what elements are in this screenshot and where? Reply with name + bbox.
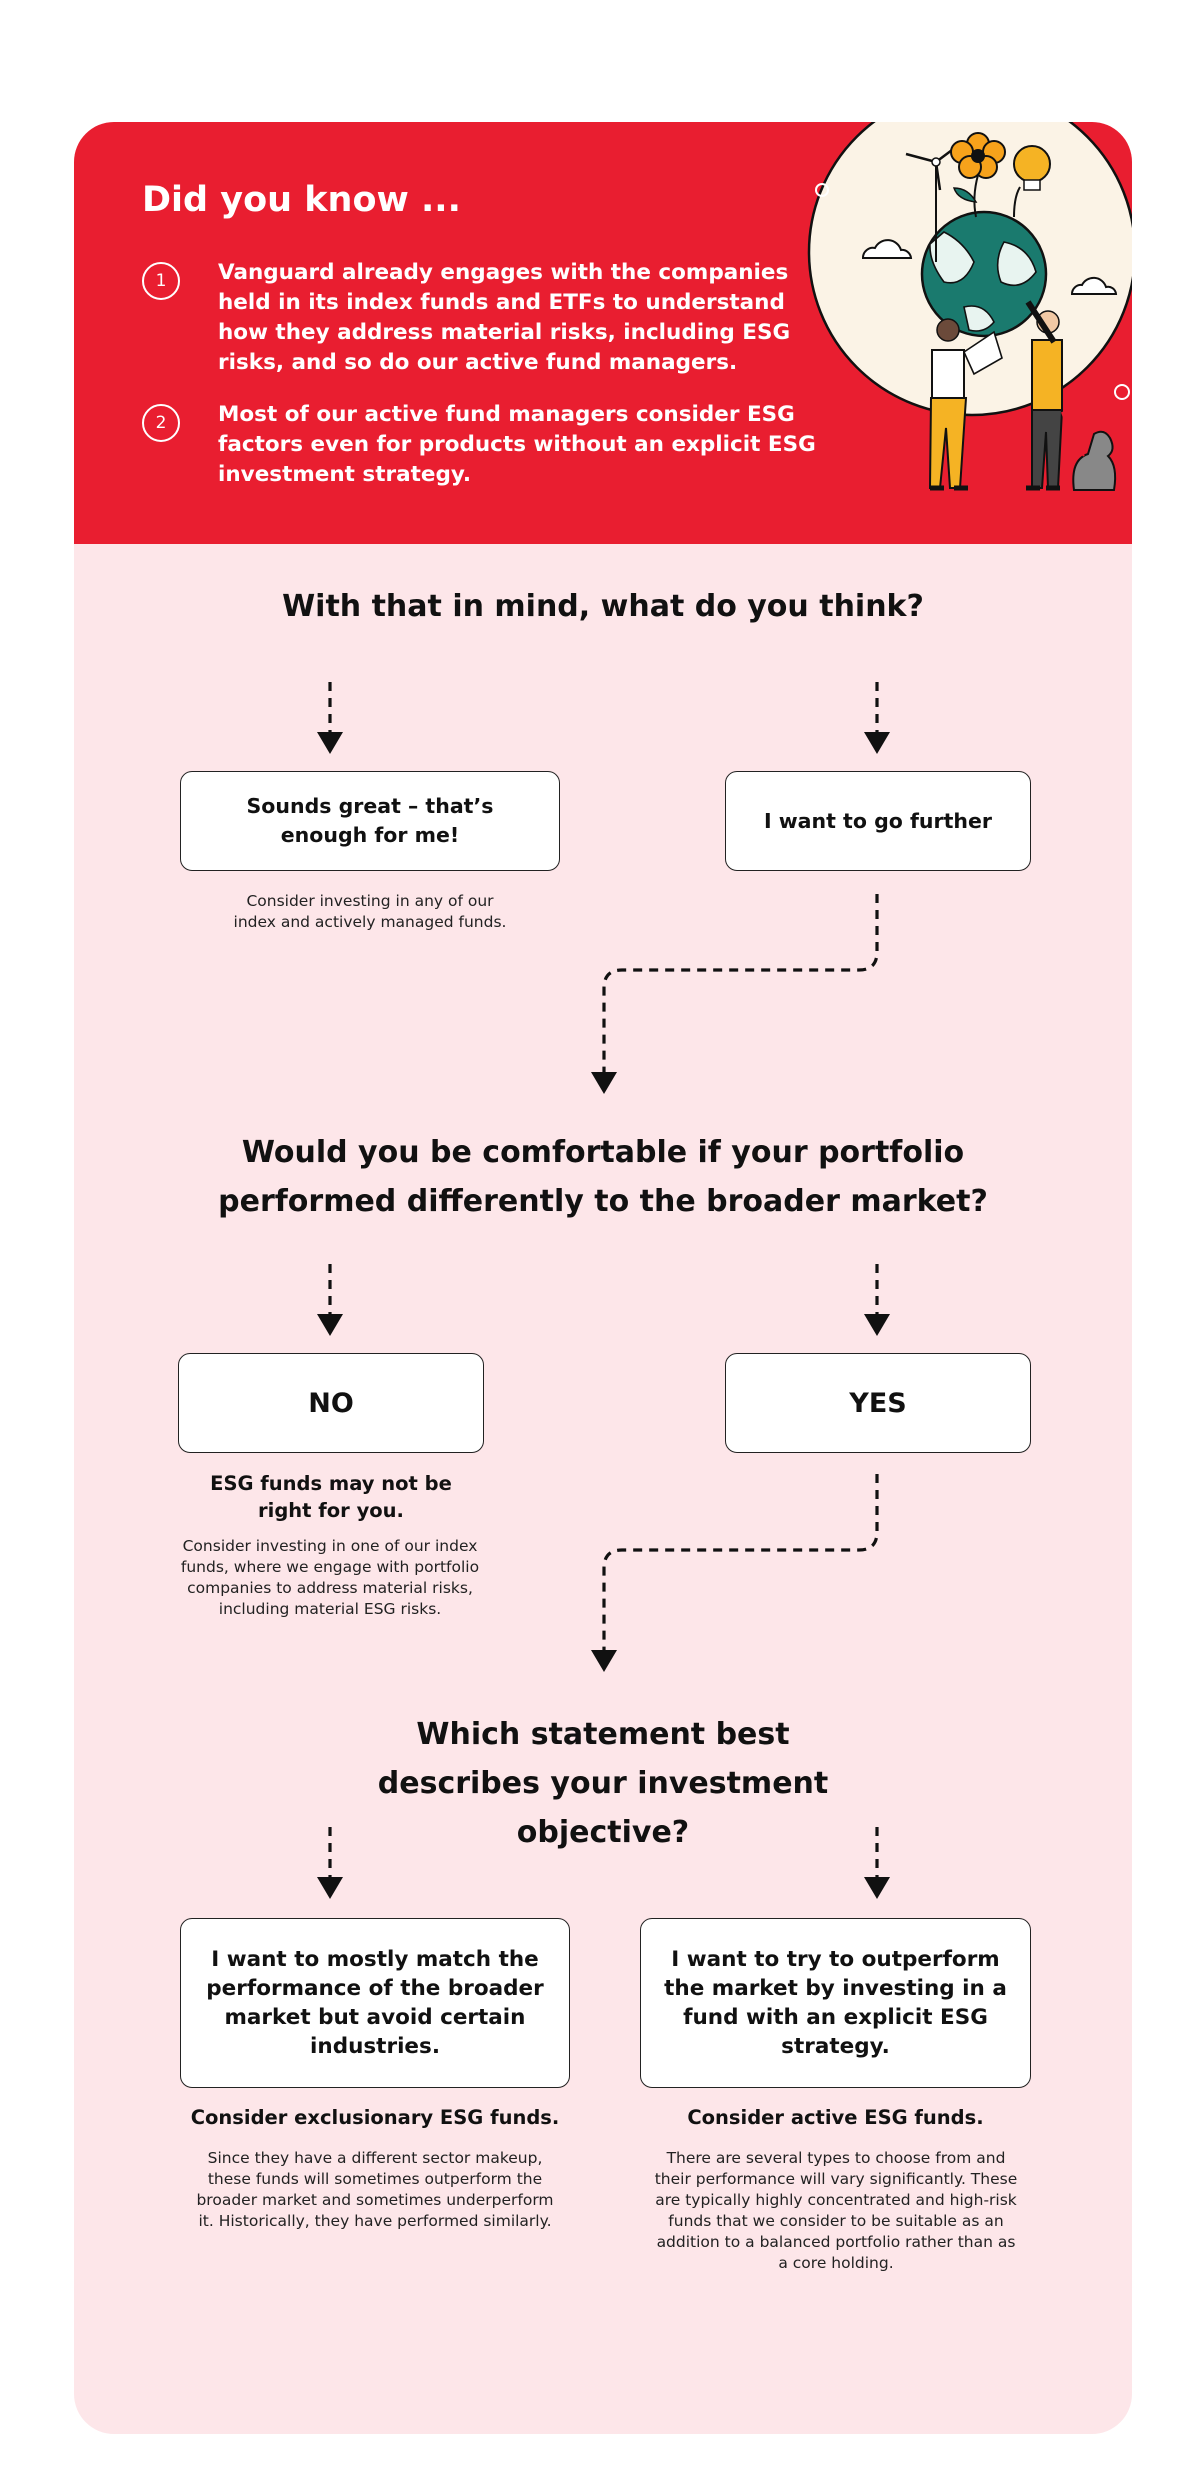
arrowhead-icon xyxy=(864,1314,890,1336)
option-sounds-great[interactable]: Sounds great – that’s enough for me! xyxy=(180,771,560,871)
arrowhead-icon xyxy=(864,1877,890,1899)
flow-connectors xyxy=(317,682,890,1899)
cloud-icon xyxy=(861,239,913,259)
hero-title: Did you know ... xyxy=(142,180,461,220)
esg-infographic-card: Did you know ... 1 Vanguard already enga… xyxy=(74,122,1132,2434)
active-funds-heading: Consider active ESG funds. xyxy=(687,2106,984,2129)
exclusionary-funds-note: Since they have a different sector makeu… xyxy=(196,2149,554,2230)
flow-connector-path xyxy=(602,894,879,1072)
arrowhead-icon xyxy=(317,732,343,754)
arrowhead-icon xyxy=(317,1314,343,1336)
active-funds-note: There are several types to choose from a… xyxy=(654,2149,1018,2272)
question-3-heading: Which statement best describes your inve… xyxy=(377,1717,829,1850)
option-yes[interactable]: YES xyxy=(725,1353,1031,1453)
globe-icon xyxy=(920,210,1048,338)
lightbulb-icon xyxy=(1013,145,1051,218)
option-go-further[interactable]: I want to go further xyxy=(725,771,1031,871)
fact-text: Most of our active fund managers conside… xyxy=(218,402,816,487)
question-1-heading: With that in mind, what do you think? xyxy=(282,589,924,624)
fact-text: Vanguard already engages with the compan… xyxy=(218,260,791,375)
option-match-market[interactable]: I want to mostly match the performance o… xyxy=(180,1918,570,2088)
option-no-heading: ESG funds may not be right for you. xyxy=(210,1472,452,1522)
arrowhead-icon xyxy=(591,1650,617,1672)
question-2-heading: Would you be comfortable if your portfol… xyxy=(218,1135,988,1219)
person-icon xyxy=(1025,300,1064,491)
dog-icon xyxy=(1061,411,1117,491)
flower-icon xyxy=(950,132,1006,218)
fact-number-badge: 2 xyxy=(142,404,180,442)
person-icon xyxy=(928,318,1003,491)
arrowhead-icon xyxy=(591,1072,617,1094)
option-sounds-great-note: Consider investing in any of our index a… xyxy=(233,892,507,931)
globe-illustration xyxy=(807,122,1132,491)
arrowhead-icon xyxy=(864,732,890,754)
option-no-note: Consider investing in one of our index f… xyxy=(180,1537,480,1618)
cloud-icon xyxy=(1070,276,1118,295)
fact-number-badge: 1 xyxy=(142,262,180,300)
arrowhead-icon xyxy=(317,1877,343,1899)
option-outperform-market[interactable]: I want to try to outperform the market b… xyxy=(640,1918,1031,2088)
option-no[interactable]: NO xyxy=(178,1353,484,1453)
exclusionary-funds-heading: Consider exclusionary ESG funds. xyxy=(190,2106,560,2129)
flow-connector-path xyxy=(602,1474,879,1650)
